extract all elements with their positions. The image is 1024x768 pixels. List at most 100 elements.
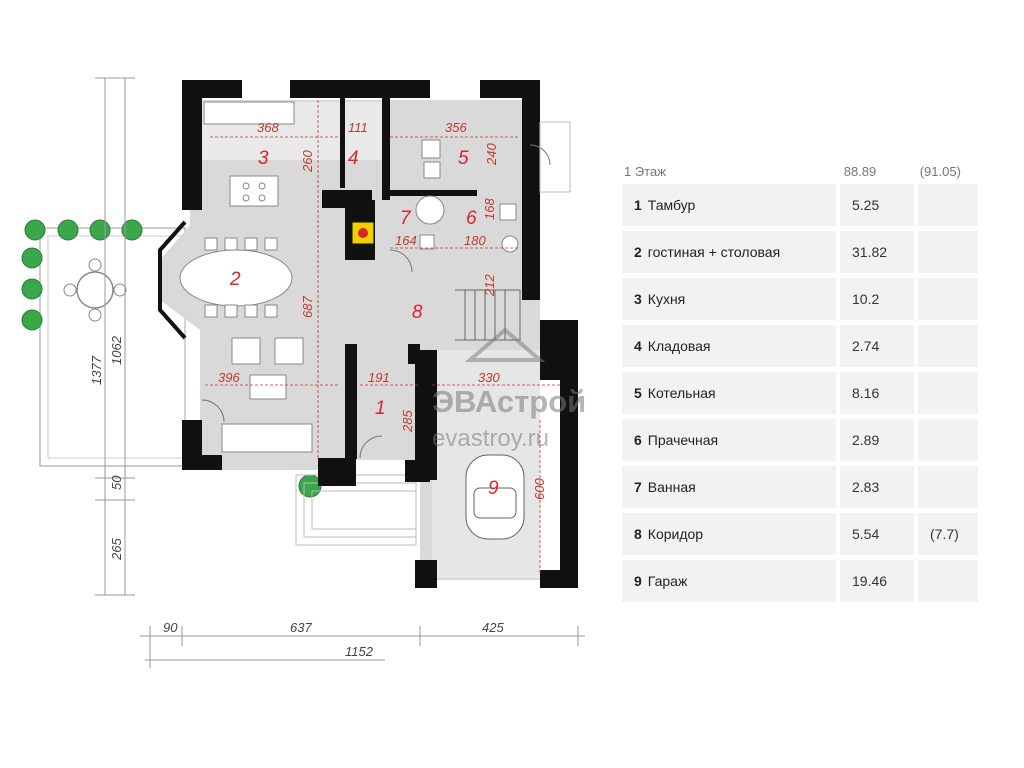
ext-dim-265: 265 (109, 538, 124, 561)
dim-180: 180 (464, 233, 486, 248)
room-area-alt (918, 231, 978, 273)
dim-260: 260 (300, 150, 315, 173)
room-area: 10.2 (840, 278, 914, 320)
legend-row: 1 Тамбур 5.25 (622, 184, 978, 226)
dim-212: 212 (482, 274, 497, 297)
floor-area-alt: (91.05) (919, 163, 961, 179)
ext-dim-637: 637 (290, 620, 312, 635)
legend-row: 3 Кухня 10.2 (622, 278, 978, 320)
room-number-4: 4 (348, 148, 359, 169)
dim-356: 356 (445, 120, 467, 135)
car (465, 454, 525, 540)
room-area-alt (918, 372, 978, 414)
kitchen-furniture (203, 101, 295, 207)
legend-row: 4 Кладовая 2.74 (622, 325, 978, 367)
legend-row: 2 гостиная + столовая 31.82 (622, 231, 978, 273)
bath-fixtures (415, 139, 519, 253)
watermark-brand: ЭВАстрой (432, 384, 586, 419)
room-area-alt (918, 419, 978, 461)
dim-330: 330 (478, 370, 500, 385)
room-number-7: 7 (400, 208, 412, 229)
ext-dim-50: 50 (109, 475, 124, 490)
plants (21, 219, 322, 498)
room-num: 5 (634, 385, 642, 401)
room-num: 8 (634, 526, 642, 542)
room-area: 8.16 (840, 372, 914, 414)
room-area-alt (918, 560, 978, 602)
watermark-site: evastroy.ru (432, 425, 549, 452)
room-number-9: 9 (488, 478, 499, 499)
room-num: 3 (634, 291, 642, 307)
ext-dim-1062: 1062 (109, 335, 124, 365)
dim-168: 168 (482, 198, 497, 220)
watermark: ЭВАстрой evastroy.ru (432, 327, 586, 452)
room-area-alt (918, 466, 978, 508)
room-area: 19.46 (840, 560, 914, 602)
dining-table (179, 237, 293, 318)
dim-164: 164 (395, 233, 417, 248)
room-num: 7 (634, 479, 642, 495)
floor-plan-drawing: 368 111 356 260 240 168 164 180 212 687 … (21, 77, 586, 668)
room-number-3: 3 (258, 148, 269, 169)
room-area: 2.89 (840, 419, 914, 461)
ext-dim-1377: 1377 (89, 355, 104, 385)
floor-title: 1 Этаж (624, 163, 666, 179)
dim-240: 240 (484, 143, 499, 166)
room-number-1: 1 (375, 398, 386, 419)
room-number-6: 6 (466, 208, 477, 229)
ext-dim-425: 425 (482, 620, 504, 635)
dimension-lines (205, 100, 560, 575)
door-swings (201, 144, 551, 459)
dim-396: 396 (218, 370, 240, 385)
legend-row: 6 Прачечная 2.89 (622, 419, 978, 461)
room-name: Ванная (647, 479, 696, 495)
legend-row: 8 Коридор 5.54 (7.7) (622, 513, 978, 555)
room-area-alt (918, 278, 978, 320)
room-number-2: 2 (229, 269, 241, 290)
room-num: 2 (634, 244, 642, 260)
room-name: Кухня (647, 291, 686, 307)
legend-row: 5 Котельная 8.16 (622, 372, 978, 414)
walls (182, 80, 578, 588)
room-name: Коридор (647, 526, 704, 542)
room-area: 2.83 (840, 466, 914, 508)
bay-window (158, 220, 187, 340)
legend-row: 7 Ванная 2.83 (622, 466, 978, 508)
room-number-8: 8 (412, 302, 423, 323)
room-area: 5.25 (840, 184, 914, 226)
room-name: Кладовая (647, 338, 711, 354)
dim-368: 368 (257, 120, 279, 135)
room-name: гостиная + столовая (647, 244, 781, 260)
boiler-icon (358, 228, 368, 238)
living-furniture (221, 337, 313, 453)
dim-600: 600 (532, 478, 547, 500)
room-num: 9 (634, 573, 642, 589)
room-number-5: 5 (458, 148, 469, 169)
room-area-alt (918, 325, 978, 367)
dim-687: 687 (300, 296, 315, 318)
dim-111: 111 (348, 120, 368, 135)
legend-header: 1 Этаж 88.89 (91.05) (622, 158, 978, 184)
floor-area-total: 88.89 (843, 163, 877, 179)
side-porch (539, 121, 571, 193)
room-name: Гараж (647, 573, 688, 589)
room-area: 2.74 (840, 325, 914, 367)
room-area-alt (918, 184, 978, 226)
room-name: Тамбур (647, 197, 696, 213)
room-num: 6 (634, 432, 642, 448)
ext-dim-90: 90 (163, 620, 178, 635)
room-name: Прачечная (647, 432, 719, 448)
dim-285: 285 (400, 410, 415, 433)
room-num: 4 (634, 338, 642, 354)
dim-191: 191 (368, 370, 390, 385)
room-area-alt: (7.7) (918, 513, 978, 555)
room-name: Котельная (647, 385, 716, 401)
ext-dim-1152: 1152 (345, 644, 374, 659)
room-area: 5.54 (840, 513, 914, 555)
room-num: 1 (634, 197, 642, 213)
floor-plan: 368 111 356 260 240 168 164 180 212 687 … (21, 77, 586, 668)
exterior-dimension-lines (95, 77, 585, 668)
room-area: 31.82 (840, 231, 914, 273)
legend-row: 9 Гараж 19.46 (622, 560, 978, 602)
room-area-legend: 1 Этаж 88.89 (91.05) 1 Тамбур 5.25 2 гости… (622, 158, 978, 607)
